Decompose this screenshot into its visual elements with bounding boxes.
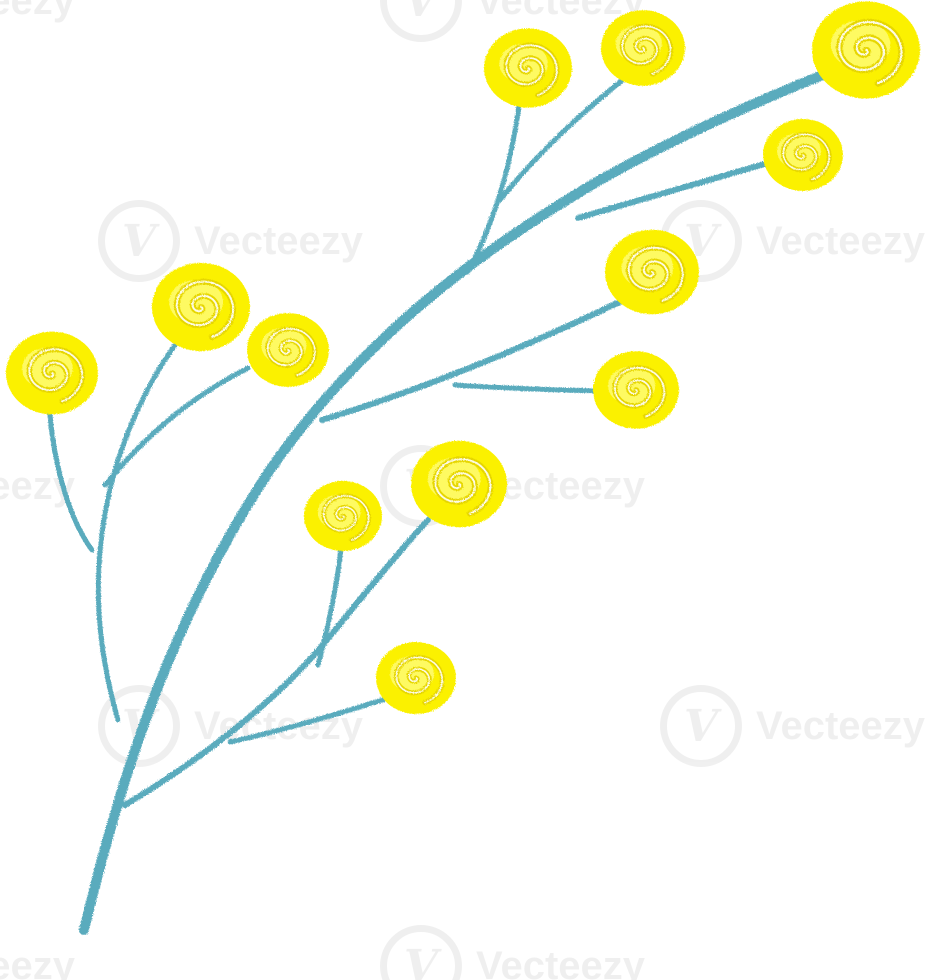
- flower-spiral-highlight: [621, 25, 672, 75]
- spiral-flower: [763, 119, 843, 191]
- flower-spiral-highlight: [782, 133, 831, 181]
- spiral-flower: [304, 480, 382, 552]
- spiral-flower: [152, 262, 250, 352]
- stems: [47, 67, 835, 935]
- branch-stem: [319, 295, 631, 423]
- branch-stem: [497, 75, 628, 203]
- flower-spiral-highlight: [322, 495, 370, 541]
- spiral-flower: [605, 229, 699, 315]
- spiral-flower: [247, 313, 329, 387]
- spiral-flower: [376, 642, 456, 714]
- flower-spiral-highlight: [266, 327, 316, 377]
- spiral-flower: [812, 1, 920, 99]
- branch-stem: [102, 365, 251, 488]
- main-stem: [79, 67, 835, 935]
- flower-spiral-highlight: [434, 458, 492, 515]
- flower-spiral-highlight: [627, 246, 684, 302]
- branch-stem: [95, 342, 178, 723]
- spiral-flower: [411, 440, 507, 528]
- branch-stem: [575, 155, 788, 221]
- flower-spiral-highlight: [28, 348, 84, 403]
- flowers: [6, 1, 920, 714]
- branch-stem: [47, 412, 95, 553]
- spiral-flower: [593, 351, 679, 429]
- spiral-flower: [484, 28, 572, 108]
- spiral-flower: [6, 331, 98, 415]
- flower-spiral-highlight: [175, 280, 235, 339]
- branch-stem: [227, 692, 401, 745]
- flower-spiral-highlight: [505, 44, 558, 96]
- flower-spiral-highlight: [613, 366, 666, 418]
- branch-stem: [452, 382, 608, 394]
- flower-spiral-highlight: [838, 21, 903, 85]
- flower-spiral-highlight: [395, 656, 444, 704]
- branch-stem: [315, 537, 345, 668]
- spiral-flower: [601, 10, 685, 86]
- branch-stem: [465, 97, 523, 275]
